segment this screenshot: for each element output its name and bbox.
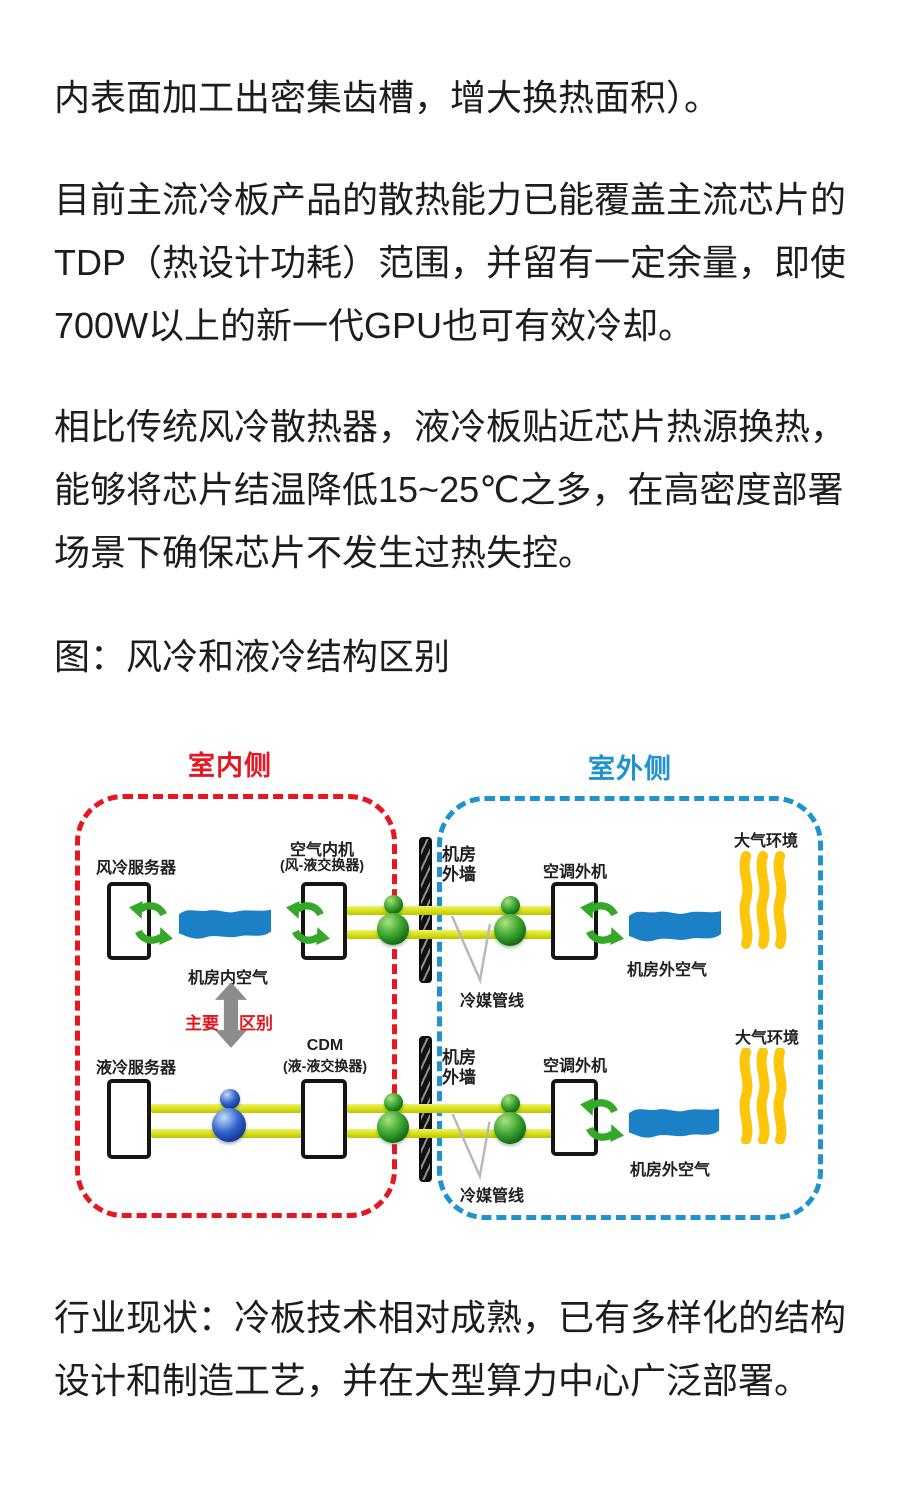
paragraph-2: 目前主流冷板产品的散热能力已能覆盖主流芯片的 TDP（热设计功耗）范围，并留有一… — [54, 168, 866, 357]
airflow-wave-icon — [176, 901, 274, 950]
indoor-unit-label-line1: 空气内机 — [289, 842, 354, 859]
outdoor-unit-label-top: 空调外机 — [542, 864, 607, 881]
indoor-unit-label-line2: (风-液交换器) — [280, 857, 364, 873]
valve-icon — [384, 1093, 403, 1112]
airflow-wave-icon — [626, 902, 724, 953]
air-cooled-server-box — [107, 882, 151, 960]
wall-label-bottom: 机房 外墙 — [442, 1048, 476, 1087]
air-cooled-server-label: 风冷服务器 — [95, 860, 176, 877]
liquid-cooled-server-label: 液冷服务器 — [95, 1060, 176, 1077]
paragraph-line: 目前主流冷板产品的散热能力已能覆盖主流芯片的 — [54, 179, 847, 220]
recycle-icon — [128, 900, 174, 951]
atmosphere-lines-icon — [737, 1047, 789, 1149]
cdm-label-line2: (液-液交换器) — [283, 1058, 367, 1074]
valve-icon — [220, 1089, 240, 1109]
figure-caption: 图：风冷和液冷结构区别 — [54, 636, 451, 677]
atmosphere-label-bottom: 大气环境 — [734, 1030, 799, 1047]
indoor-zone-border — [75, 794, 397, 1218]
difference-arrow-icon — [215, 980, 247, 1055]
outdoor-air-label-bottom: 机房外空气 — [629, 1162, 710, 1179]
recycle-icon — [579, 900, 625, 951]
recycle-icon — [285, 900, 331, 951]
refrigerant-label-top: 冷媒管线 — [459, 993, 524, 1010]
refrigerant-pointer-line — [444, 1112, 502, 1187]
outdoor-unit-box-top — [551, 882, 598, 960]
valve-icon — [494, 1112, 526, 1144]
paragraph-line: 场景下确保芯片不发生过热失控。 — [54, 532, 595, 573]
valve-icon — [494, 914, 526, 946]
cdm-label-line1: CDM — [306, 1037, 344, 1054]
paragraph-line: 内表面加工出密集齿槽，增大换热面积）。 — [54, 77, 721, 118]
paragraph-line: 行业现状：冷板技术相对成熟，已有多样化的结构 — [54, 1297, 847, 1338]
refrigerant-pointer-line — [444, 914, 502, 991]
outdoor-unit-label-bottom: 空调外机 — [542, 1058, 607, 1075]
refrigerant-pipe — [347, 930, 553, 939]
atmosphere-lines-icon — [737, 851, 789, 954]
recycle-icon — [579, 1097, 625, 1148]
liquid-cooled-server-box — [107, 1079, 151, 1159]
cdm-box — [301, 1079, 347, 1159]
refrigerant-pipe — [347, 1104, 553, 1113]
valve-icon — [212, 1108, 246, 1142]
outdoor-zone-border — [437, 796, 823, 1220]
outdoor-side-title: 室外侧 — [588, 754, 672, 784]
refrigerant-pipe — [347, 906, 553, 915]
wall-label-top: 机房 外墙 — [442, 845, 476, 884]
outdoor-unit-box-bottom — [551, 1079, 598, 1156]
valve-icon — [501, 896, 520, 915]
main-label: 主要 — [185, 1014, 219, 1033]
valve-icon — [377, 913, 409, 945]
outdoor-air-label-top: 机房外空气 — [626, 962, 707, 979]
refrigerant-pipe — [347, 1129, 553, 1138]
refrigerant-label-bottom: 冷媒管线 — [459, 1188, 524, 1205]
paragraph-line: TDP（热设计功耗）范围，并留有一定余量，即使 — [54, 242, 847, 283]
valve-icon — [377, 1111, 409, 1143]
room-air-label: 机房内空气 — [187, 970, 268, 987]
atmosphere-label-top: 大气环境 — [733, 833, 798, 850]
indoor-unit-box — [301, 882, 347, 960]
paragraph-1: 内表面加工出密集齿槽，增大换热面积）。 — [54, 66, 866, 129]
paragraph-line: 相比传统风冷散热器，液冷板贴近芯片热源换热， — [54, 406, 847, 447]
airflow-wave-icon — [626, 1100, 722, 1149]
valve-icon — [384, 895, 403, 914]
indoor-side-title: 室内侧 — [188, 751, 272, 781]
cooling-structure-diagram: 室内侧 室外侧 机房 外墙 机房 外墙 风冷服务器 机房内空气 空气内机 (风-… — [70, 730, 830, 1235]
paragraph-line: 能够将芯片结温降低15~25℃之多，在高密度部署 — [54, 469, 844, 510]
valve-icon — [501, 1094, 520, 1113]
paragraph-line: 设计和制造工艺，并在大型算力中心广泛部署。 — [54, 1360, 811, 1401]
paragraph-line: 700W以上的新一代GPU也可有效冷却。 — [54, 305, 695, 346]
difference-label: 区别 — [239, 1014, 273, 1033]
paragraph-4: 行业现状：冷板技术相对成熟，已有多样化的结构 设计和制造工艺，并在大型算力中心广… — [54, 1286, 866, 1412]
paragraph-3: 相比传统风冷散热器，液冷板贴近芯片热源换热， 能够将芯片结温降低15~25℃之多… — [54, 395, 866, 584]
